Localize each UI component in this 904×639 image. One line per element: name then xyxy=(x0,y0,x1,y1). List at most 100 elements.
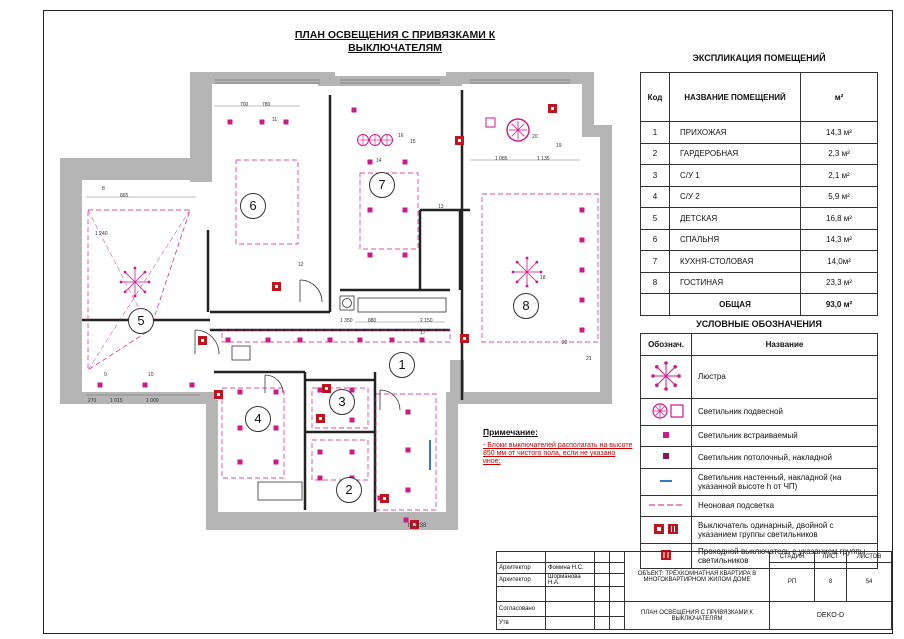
stamp-stage: РП xyxy=(769,562,815,602)
explication-area: 16,8 м² xyxy=(800,207,878,230)
room-number: 3 xyxy=(329,389,355,415)
note: Примечание: - Блоки выключателей распола… xyxy=(483,427,633,466)
stamp-sheet-title: ПЛАН ОСВЕЩЕНИЯ С ПРИВЯЗКАМИ К ВЫКЛЮЧАТЕЛ… xyxy=(624,601,770,630)
ceiling-lamp-icon xyxy=(663,453,669,460)
group-label: 12 xyxy=(298,262,304,268)
legend-row: Светильник настенный, накладной (на указ… xyxy=(640,467,878,496)
explication-name: ПРИХОЖАЯ xyxy=(669,121,801,144)
legend-row: Светильник встраиваемый xyxy=(640,424,878,447)
title-block: ОБЪЕКТ: ТРЁХКОМНАТНАЯ КВАРТИРА В МНОГОКВ… xyxy=(496,551,892,630)
wall-lamp-icon xyxy=(660,479,672,482)
group-label: 8 xyxy=(102,186,105,192)
col-name: НАЗВАНИЕ ПОМЕЩЕНИЙ xyxy=(669,72,801,122)
legend-text: Светильник встраиваемый xyxy=(691,424,878,447)
legend-row: Неоновая подсветка xyxy=(640,494,878,517)
room-number: 2 xyxy=(336,477,362,503)
legend-col-symbol: Обознач. xyxy=(640,333,692,356)
explication-name: С/У 2 xyxy=(669,185,801,208)
group-label: 11 xyxy=(272,117,278,123)
group-label: 9 xyxy=(104,372,107,378)
explication-area: 14,0м² xyxy=(800,250,878,273)
group-label: 13 xyxy=(438,204,444,210)
explication-name: СПАЛЬНЯ xyxy=(669,228,801,251)
room-number: 1 xyxy=(389,352,415,378)
legend-row: Люстра xyxy=(640,354,878,399)
explication-code: 5 xyxy=(640,207,670,230)
stamp-stage-header: СТАДИЯ xyxy=(769,551,815,563)
legend-text: Светильник подвесной xyxy=(691,397,878,426)
explication-area: 14,3 м² xyxy=(800,228,878,251)
room-number: 8 xyxy=(513,293,539,319)
total-area: 93,0 м² xyxy=(800,293,878,316)
group-label: 14 xyxy=(376,158,382,164)
explication-code: 6 xyxy=(640,228,670,251)
legend-col-name: Название xyxy=(691,333,878,356)
group-label: 16 xyxy=(398,133,404,139)
legend-row: Светильник потолочный, накладной xyxy=(640,446,878,469)
explication-name: КУХНЯ-СТОЛОВАЯ xyxy=(669,250,801,273)
stamp-name-2: Шорманова Н.А. xyxy=(545,573,595,587)
stamp-sheets: 54 xyxy=(846,562,892,602)
group-label: 19 xyxy=(556,143,562,149)
total-label: ОБЩАЯ xyxy=(669,293,801,316)
stamp-sheet-header: ЛИСТ xyxy=(813,551,848,563)
group-label: 22 xyxy=(562,340,568,346)
explication-area: 14,3 м² xyxy=(800,121,878,144)
group-label: 17 xyxy=(420,330,426,336)
explication-code: 4 xyxy=(640,185,670,208)
explication-area: 2,1 м² xyxy=(800,164,878,187)
legend-text: Неоновая подсветка xyxy=(691,494,878,517)
dimension-label: 1 000 xyxy=(146,398,159,404)
group-label: 20 xyxy=(532,134,538,140)
stamp-role-2: Архитектор xyxy=(496,573,546,587)
explication-name: ГАРДЕРОБНАЯ xyxy=(669,142,801,165)
stamp-role-4: Утв xyxy=(496,616,546,630)
room-number: 6 xyxy=(240,193,266,219)
height-label: h 2238 xyxy=(408,523,427,529)
stamp-sheets-header: ЛИСТОВ xyxy=(846,551,892,563)
legend-title: УСЛОВНЫЕ ОБОЗНАЧЕНИЯ xyxy=(696,319,822,329)
legend-text: Люстра xyxy=(691,354,878,399)
stamp-name-1: Фомина Н.С. xyxy=(545,562,595,574)
dimension-label: 700 xyxy=(240,102,249,108)
dimension-label: 1 085 xyxy=(495,156,508,162)
legend-row: Выключатель одинарный, двойной с указани… xyxy=(640,516,878,544)
col-area: м² xyxy=(800,72,878,122)
group-label: 18 xyxy=(540,275,546,281)
dimension-label: 1 135 xyxy=(537,156,550,162)
neon-strip-icon xyxy=(649,504,683,506)
explication-title: ЭКСПЛИКАЦИЯ ПОМЕЩЕНИЙ xyxy=(692,53,826,63)
legend-text: Светильник настенный, накладной (на указ… xyxy=(691,467,878,496)
room-number: 4 xyxy=(245,406,271,432)
explication-code: 7 xyxy=(640,250,670,273)
dimension-label: 2 150 xyxy=(420,318,433,324)
legend-text: Выключатель одинарный, двойной с указани… xyxy=(691,516,878,544)
explication-code: 2 xyxy=(640,142,670,165)
stamp-role-1: Архитектор xyxy=(496,562,546,574)
legend-text: Светильник потолочный, накладной xyxy=(691,446,878,469)
note-body: - Блоки выключателей располагать на высо… xyxy=(483,442,633,465)
col-code: Код xyxy=(640,72,670,122)
stamp-object: ОБЪЕКТ: ТРЁХКОМНАТНАЯ КВАРТИРА В МНОГОКВ… xyxy=(624,551,770,602)
explication-area: 23,3 м² xyxy=(800,271,878,294)
stamp-sheet: 8 xyxy=(813,562,848,602)
switches xyxy=(198,104,557,529)
switch-icon xyxy=(654,524,678,534)
page-title: ПЛАН ОСВЕЩЕНИЯ С ПРИВЯЗКАМИ К ВЫКЛЮЧАТЕЛ… xyxy=(294,29,496,54)
recessed-lamp-icon xyxy=(663,431,669,438)
room-number: 7 xyxy=(369,172,395,198)
chandelier-icon xyxy=(651,360,681,391)
